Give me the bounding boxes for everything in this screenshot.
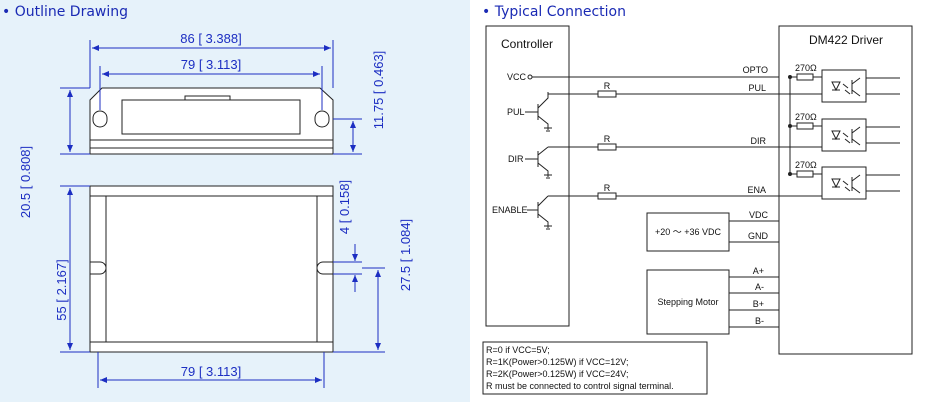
driver-pin-b-plus: B+ — [753, 299, 764, 309]
opto-resistor-label-3: 270Ω — [795, 160, 817, 170]
connection-diagram-svg: Controller DM422 Driver VCC PUL DIR ENAB… — [482, 25, 913, 395]
ctrl-pin-dir: DIR — [508, 154, 524, 164]
dim-height-side: 20.5 [ 0.808] — [18, 146, 33, 218]
note-line-1: R=0 if VCC=5V; — [486, 345, 550, 355]
stepping-motor-label: Stepping Motor — [657, 297, 718, 307]
dim-width-holes-bottom: 79 [ 3.113] — [181, 364, 241, 379]
top-view — [89, 87, 334, 155]
dimension-lines — [60, 40, 385, 388]
outline-drawing-title: • Outline Drawing — [2, 4, 129, 20]
resistor-label-pul: R — [604, 81, 611, 91]
note-line-3: R=2K(Power>0.125W) if VCC=24V; — [486, 369, 628, 379]
opto-resistor-label-1: 270Ω — [795, 63, 817, 73]
driver-label: DM422 Driver — [809, 33, 883, 47]
dim-slot-offset: 4 [ 0.158] — [337, 180, 352, 234]
outline-drawing-panel: • Outline Drawing — [0, 0, 470, 402]
note-line-2: R=1K(Power>0.125W) if VCC=12V; — [486, 357, 628, 367]
driver-pin-gnd: GND — [748, 231, 769, 241]
driver-pin-opto: OPTO — [743, 65, 768, 75]
dim-height-body: 55 [ 2.167] — [54, 259, 69, 320]
typical-connection-title: • Typical Connection — [482, 4, 626, 20]
outline-drawing-svg: 86 [ 3.388] 79 [ 3.113] 79 [ 3.113] 20.5… — [18, 31, 413, 388]
driver-pin-vdc: VDC — [749, 210, 769, 220]
power-supply-box — [646, 212, 730, 252]
driver-pin-a-minus: A- — [755, 282, 764, 292]
driver-pin-pul: PUL — [748, 83, 766, 93]
driver-box — [778, 25, 913, 355]
bottom-view — [89, 185, 334, 353]
driver-pin-b-minus: B- — [755, 316, 764, 326]
dim-slot-height: 27.5 [ 1.084] — [398, 219, 413, 291]
ctrl-pin-pul: PUL — [507, 107, 525, 117]
resistor-label-ena: R — [604, 183, 611, 193]
note-line-4: R must be connected to control signal te… — [486, 381, 674, 391]
dim-width-holes-top: 79 [ 3.113] — [181, 57, 241, 72]
ctrl-pin-vcc: VCC — [507, 72, 527, 82]
opto-resistor-label-2: 270Ω — [795, 112, 817, 122]
controller-label: Controller — [501, 37, 553, 51]
dim-width-overall: 86 [ 3.388] — [180, 31, 241, 46]
dim-height-flange: 11.75 [ 0.463] — [371, 51, 386, 130]
notes-box — [482, 341, 708, 395]
stepping-motor-box — [646, 269, 730, 335]
controller-box — [485, 25, 570, 327]
ctrl-pin-enable: ENABLE — [492, 205, 528, 215]
power-supply-label: +20 ～ +36 VDC — [655, 227, 722, 237]
driver-pin-ena: ENA — [747, 185, 766, 195]
driver-pin-dir: DIR — [751, 136, 767, 146]
typical-connection-panel: • Typical Connection — [470, 0, 930, 402]
resistor-label-dir: R — [604, 134, 611, 144]
driver-pin-a-plus: A+ — [753, 266, 764, 276]
